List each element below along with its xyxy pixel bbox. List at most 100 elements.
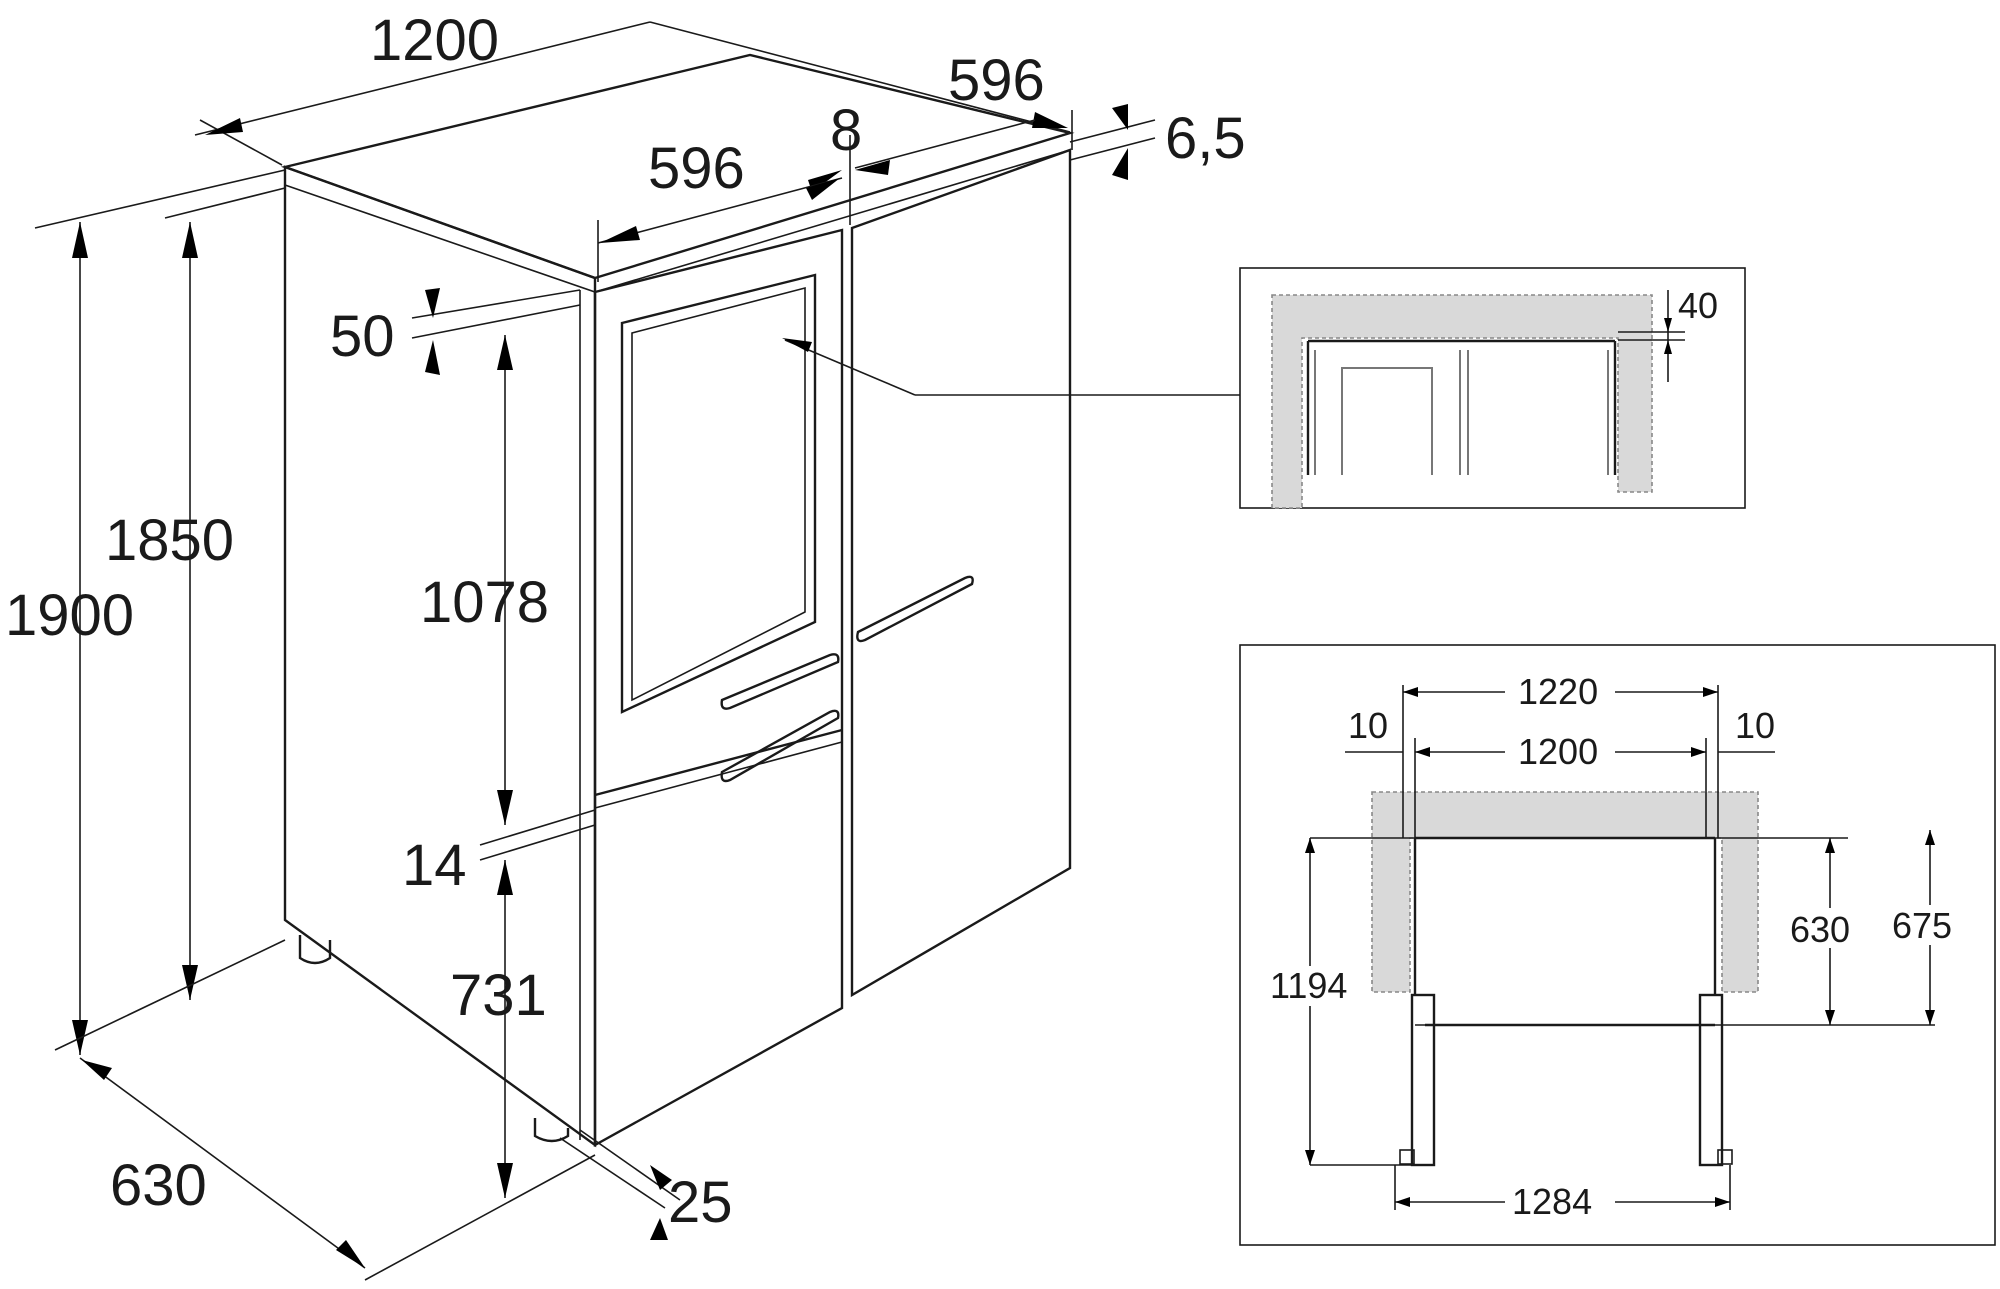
main-labels: 1200 596 8 596 6,5 50 1900 1850 1078 14 … [5,8,1246,1235]
arrow-630-back [82,1060,112,1080]
door-split-line [594,728,843,797]
ext-630-front [364,1154,596,1281]
arrow-630-plan-top [1825,838,1835,853]
dim-line-1200 [194,21,651,136]
bg-675 [1890,905,1972,945]
arrow-596-door-right [806,178,840,200]
bg-1194 [1268,966,1358,1006]
arrow-630-front [336,1240,365,1268]
arrow-1078-top [497,335,513,370]
arrow-630-plan-bottom [1825,1010,1835,1025]
main-dimensions [34,21,1156,1281]
middle-handle [720,709,840,783]
plan-right-door-open [1698,993,1724,1167]
arrow-50-top [425,288,440,318]
label-depth-total: 630 [110,1153,207,1218]
arrow-1284-right [1715,1197,1730,1207]
ext-630-back [54,939,286,1051]
ext-6-5-line-a [1069,119,1156,143]
leader-arrow [782,338,812,352]
ext-6-5-line-b [1069,137,1156,161]
arrow-1220-right [1703,687,1718,697]
arrow-40-top [1664,318,1672,332]
arrow-1200-left [1415,747,1430,757]
label-offset-top: 50 [330,304,395,369]
arrow-1850-bottom [182,965,198,1000]
label-clear-left: 10 [1348,705,1388,746]
label-width-inner: 1200 [1518,731,1598,772]
foot-front [533,1118,570,1143]
arrow-1194-top [1305,838,1315,853]
label-door-swing-depth: 1194 [1270,965,1347,1006]
left-door-frame [593,228,844,1148]
arrow-596-door-left [600,226,640,243]
detail-plan-zone [1371,791,1759,993]
arrow-1900-top [72,222,88,258]
arrow-40-bottom [1664,340,1672,354]
arrow-731-top [497,860,513,895]
label-gap-top: 8 [830,98,862,163]
bg-1220 [1505,672,1615,710]
bg-1200 [1505,732,1615,770]
arrow-25-bottom [650,1218,668,1240]
glass-window-outer [620,273,817,714]
detail-top-window [1341,367,1433,475]
label-height-body: 1850 [105,508,234,573]
ext-50-b [411,304,581,339]
label-clear-right: 10 [1735,705,1775,746]
right-door [850,148,1072,998]
ext-50-a [411,289,581,319]
ext-1200-left [199,119,283,166]
upper-handle [720,653,840,710]
detail-plan-view: 1220 1200 10 10 630 675 1194 1284 [1239,644,1996,1246]
label-door-swing-width: 1284 [1512,1181,1592,1222]
arrow-731-bottom [497,1163,513,1198]
arrow-596-depth [1032,112,1068,128]
right-handle [856,575,974,643]
arrow-1284-left [1395,1197,1410,1207]
label-lower-door: 731 [450,963,547,1028]
detail-top-clearance: 40 [1239,267,1746,509]
arrow-1200-right [1691,747,1706,757]
detail-top-zone [1271,294,1653,509]
dim-line-596-depth [649,21,1071,133]
plan-left-door-open [1410,993,1436,1167]
plan-right-door-hinge [1717,1149,1733,1165]
dim-line-596-door [597,177,843,244]
label-upper-door: 1078 [420,570,549,635]
label-total-width: 1200 [370,8,499,73]
label-height-total: 1900 [5,583,134,648]
label-depth-total-plan: 675 [1892,905,1952,946]
label-depth-top: 596 [948,48,1045,113]
arrow-25-top [650,1165,672,1190]
arrow-1078-bottom [497,790,513,825]
arrow-675-top [1925,830,1935,845]
glass-window-inner [631,286,806,702]
label-width-outer: 1220 [1518,671,1598,712]
door-split-line-2 [594,741,843,809]
bg-1284 [1505,1182,1615,1222]
dim-line-8-right [854,119,1036,169]
bg-630 [1788,908,1870,948]
arrow-675-bottom [1925,1010,1935,1025]
arrow-8-right [855,160,890,175]
arrow-50-bottom [425,340,440,375]
plan-left-door-hinge [1399,1149,1415,1165]
label-depth-body: 630 [1790,909,1850,950]
ext-14-a [479,809,596,846]
label-gap-40: 40 [1678,285,1718,326]
foot-back [298,935,332,965]
ext-14-b [479,824,596,861]
arrow-1200-left [205,118,243,135]
label-foot-offset: 25 [668,1170,733,1235]
arrow-1194-bottom [1305,1150,1315,1165]
ext-1850-top [164,187,286,219]
fridge-body [280,53,1075,1148]
ext-25-a [559,1137,666,1209]
dim-line-630 [79,1057,366,1269]
label-offset-right: 6,5 [1165,106,1246,171]
label-door-gap: 14 [402,833,467,898]
arrow-6-5-top [1112,104,1128,130]
